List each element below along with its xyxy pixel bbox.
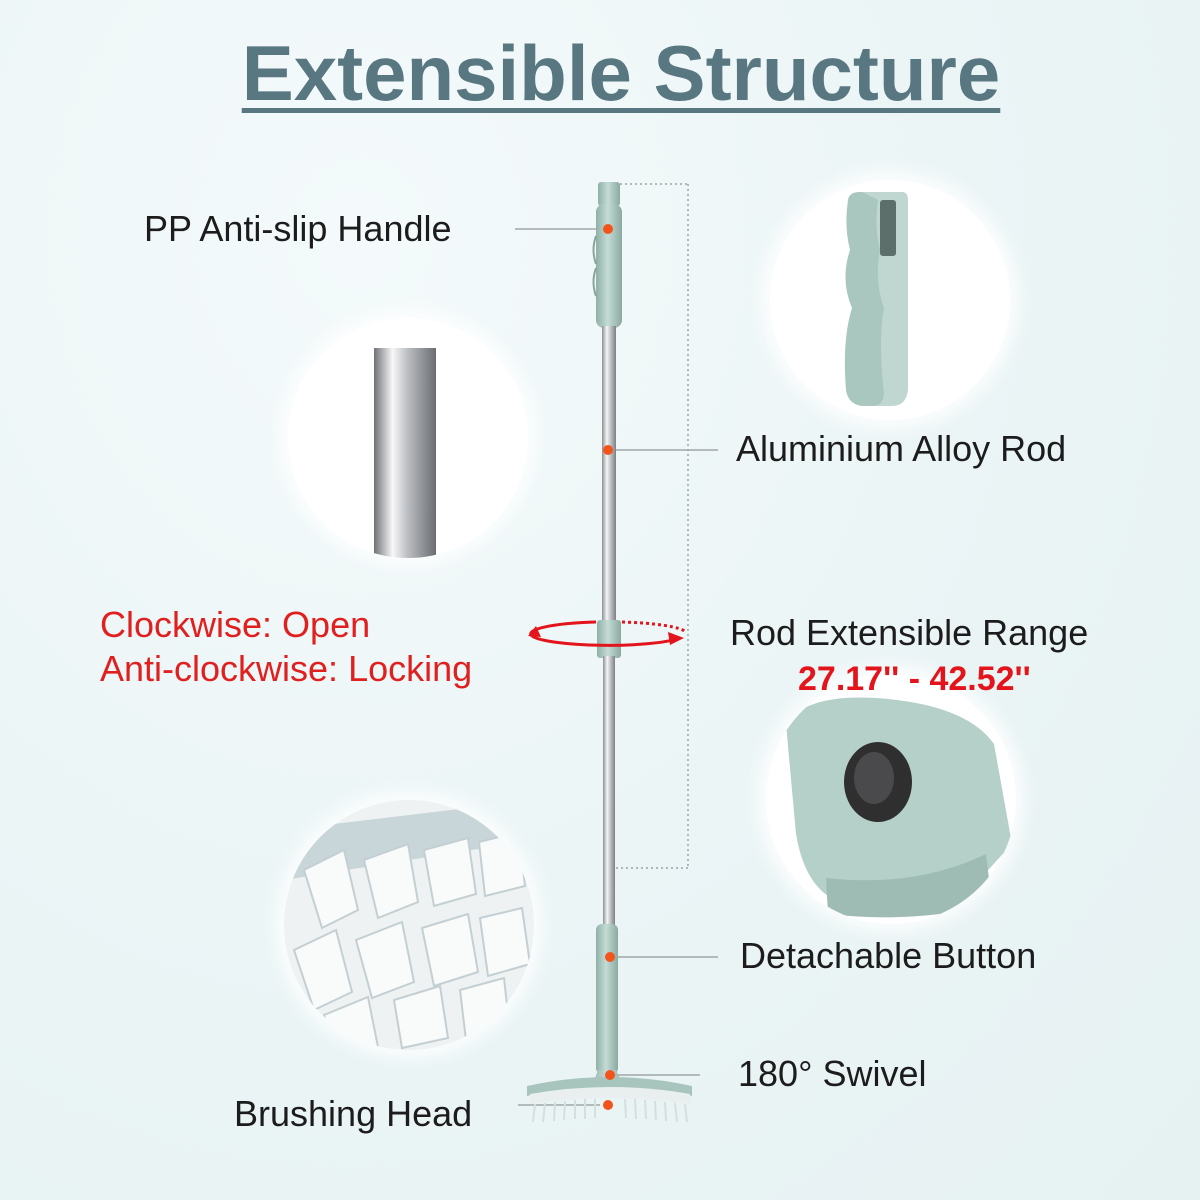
clockwise-label: Clockwise: Open <box>100 604 371 645</box>
handle-label: PP Anti-slip Handle <box>144 208 452 249</box>
button-label: Detachable Button <box>740 935 1037 976</box>
upper-handle <box>592 182 622 328</box>
brush-head <box>527 1077 692 1123</box>
range-label: Rod Extensible Range <box>730 612 1089 653</box>
swivel-label: 180° Swivel <box>738 1053 927 1094</box>
bristles-closeup <box>284 800 534 1050</box>
button-closeup <box>766 674 1016 924</box>
handle-closeup <box>770 180 1010 420</box>
anticlockwise-label: Anti-clockwise: Locking <box>100 648 473 689</box>
range-value: 27.17'' - 42.52'' <box>798 660 1031 698</box>
upper-rod <box>602 326 616 622</box>
lower-rod <box>603 656 615 928</box>
rod-closeup <box>288 318 528 558</box>
lower-handle <box>596 924 618 1074</box>
rod-label: Aluminium Alloy Rod <box>736 428 1067 469</box>
lock-collar <box>597 620 621 658</box>
page-title: Extensible Structure <box>241 29 1001 117</box>
leader-lines <box>515 228 718 1106</box>
dimension-line <box>616 183 689 869</box>
head-label: Brushing Head <box>234 1093 473 1134</box>
marker-dots <box>603 224 615 1110</box>
